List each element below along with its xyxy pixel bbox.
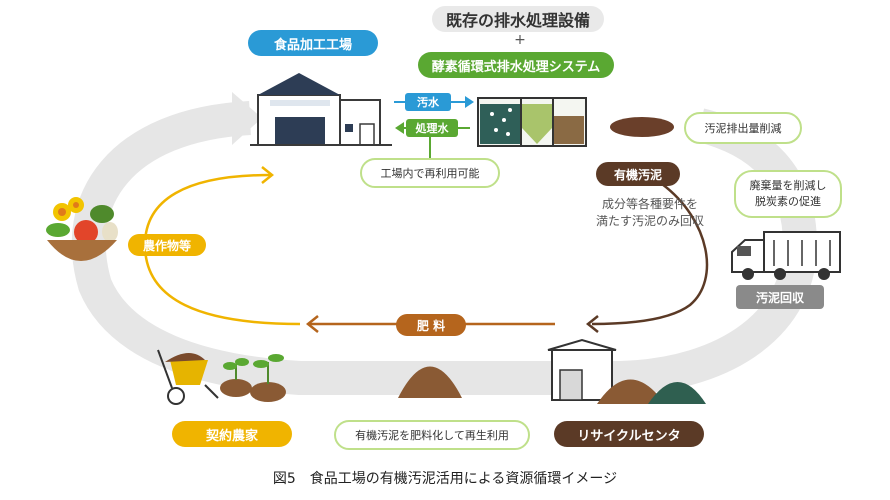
- waste-water-label: 汚水: [405, 93, 451, 111]
- sludge-condition-line-2: 満たす汚泥のみ回収: [595, 214, 704, 228]
- gray-ring-arrowhead: [232, 92, 262, 145]
- treated-water-label: 処理水: [406, 119, 458, 137]
- enzyme-system-label: 酵素循環式排水処理システム: [418, 52, 614, 78]
- figure-caption: 図5 食品工場の有機汚泥活用による資源循環イメージ: [272, 471, 618, 487]
- crops-label: 農作物等: [128, 234, 206, 256]
- fertilizer-label: 肥 料: [396, 314, 466, 336]
- recycle-center-label: リサイクルセンタ: [554, 421, 704, 447]
- sludge-pile-icon: [610, 117, 674, 137]
- organic-sludge-label: 有機汚泥: [596, 162, 680, 186]
- reuse-note: 工場内で再利用可能: [360, 158, 500, 188]
- recycle-note: 有機汚泥を肥料化して再生利用: [334, 420, 530, 450]
- truck-icon: [731, 231, 841, 280]
- waste-reduction-note: 廃棄量を削減し 脱炭素の促進: [734, 170, 842, 218]
- sludge-condition-note: 成分等各種要件を 満たす汚泥のみ回収: [590, 196, 710, 230]
- sludge-reduction-note: 汚泥排出量削減: [684, 112, 802, 144]
- sludge-flow-arrow: [591, 183, 709, 326]
- seedlings-icon: [220, 354, 286, 402]
- vegetable-bowl-icon: [46, 197, 118, 261]
- contract-farmer-label: 契約農家: [172, 421, 292, 447]
- sludge-collection-label: 汚泥回収: [736, 285, 824, 309]
- waste-water-arrowhead: [465, 96, 474, 108]
- treated-water-arrowhead: [395, 122, 404, 134]
- sludge-condition-line-1: 成分等各種要件を: [601, 197, 698, 211]
- wheelbarrow-icon: [157, 349, 219, 405]
- plus-sign: +: [514, 32, 526, 48]
- food-factory-label: 食品加工工場: [248, 30, 378, 56]
- waste-reduction-line-2: 脱炭素の促進: [755, 195, 821, 208]
- treatment-tanks-icon: [477, 97, 587, 147]
- factory-icon: [250, 73, 392, 146]
- recycle-center-icon: [547, 338, 706, 404]
- fertilizer-mound-icon: [398, 366, 462, 398]
- existing-system-label: 既存の排水処理設備: [432, 6, 604, 32]
- waste-reduction-line-1: 廃棄量を削減し: [749, 179, 827, 192]
